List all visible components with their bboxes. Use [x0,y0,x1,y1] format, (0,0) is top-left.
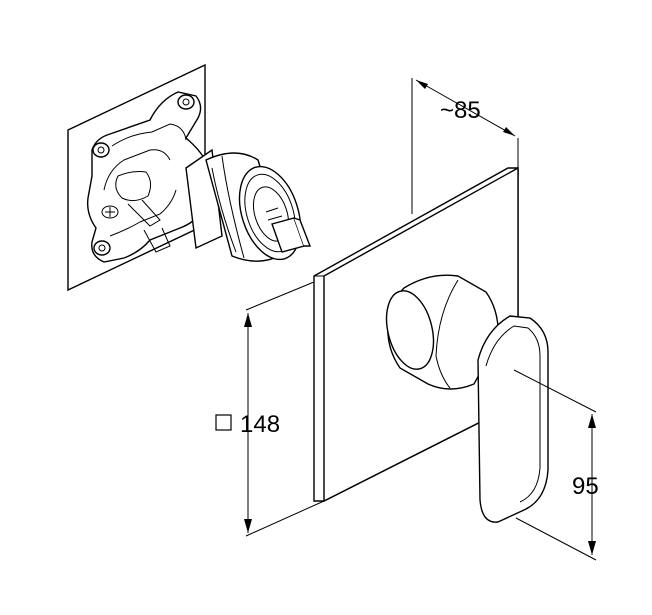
dimension-plate-size: 148 [215,281,325,537]
lever-handle [385,274,549,523]
concealed-valve-body [67,63,312,292]
lever-height-label: 95 [572,473,599,500]
depth-dimension-label: ~85 [440,97,481,124]
plate-size-value: 148 [240,411,280,438]
bolt-hole-top [177,94,195,110]
dimension-depth: ~85 [411,78,519,214]
valve-stem [265,207,312,253]
square-symbol [215,414,232,431]
embossed-mark [101,205,119,219]
dimension-lever-height: 95 [513,369,599,561]
bolt-hole-left-bottom [93,240,111,256]
valve-cartridge [205,152,302,262]
bolt-hole-left-top [92,142,110,158]
